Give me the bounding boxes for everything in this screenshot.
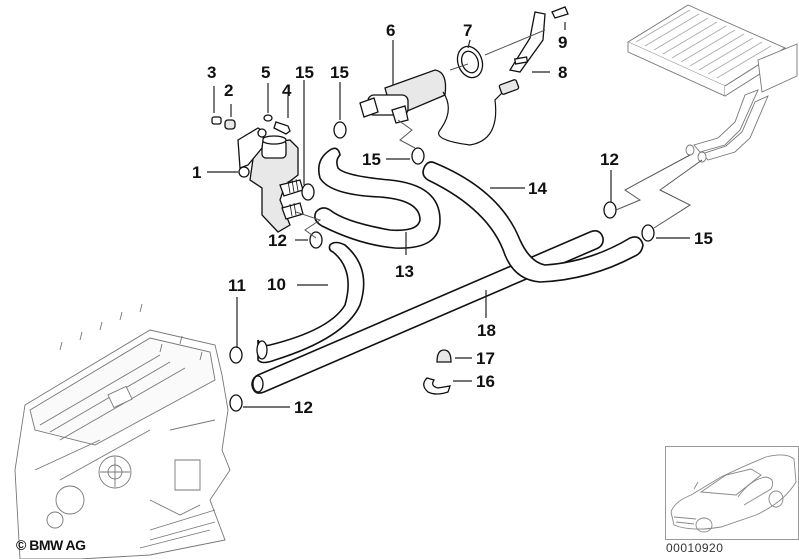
hose-14 (422, 161, 644, 283)
callout-15-c[interactable]: 15 (362, 150, 381, 169)
callout-6[interactable]: 6 (386, 21, 395, 40)
callout-4[interactable]: 4 (282, 81, 292, 100)
hose-clamp (229, 121, 655, 412)
bracket-8 (508, 11, 546, 73)
rubber-ring-7 (456, 45, 484, 79)
callout-2[interactable]: 2 (224, 81, 233, 100)
callout-17[interactable]: 17 (476, 349, 495, 368)
engine-block-illustration (14, 303, 231, 559)
callout-1[interactable]: 1 (192, 163, 201, 182)
callout-12-b[interactable]: 12 (294, 398, 313, 417)
callout-16[interactable]: 16 (476, 372, 495, 391)
callout-18[interactable]: 18 (477, 321, 496, 340)
washer-5 (263, 114, 273, 122)
callout-14[interactable]: 14 (528, 179, 547, 198)
callout-12-a[interactable]: 12 (268, 231, 287, 250)
callout-10[interactable]: 10 (267, 275, 286, 294)
cap-17 (436, 349, 452, 363)
callout-13[interactable]: 13 (395, 262, 414, 281)
heater-core-illustration (627, 4, 798, 163)
callout-11[interactable]: 11 (228, 276, 246, 295)
callout-15-b[interactable]: 15 (330, 63, 349, 82)
callout-3[interactable]: 3 (207, 63, 216, 82)
car-outline-icon (670, 454, 797, 533)
leader-lines (207, 22, 703, 408)
callout-labels: 3 2 5 4 15 15 6 7 9 8 1 15 14 12 12 13 1… (192, 21, 713, 417)
hose-18 (251, 230, 604, 394)
callout-5[interactable]: 5 (261, 63, 270, 82)
vehicle-reference-thumbnail (665, 446, 799, 540)
screw-9 (551, 6, 569, 19)
auxiliary-water-pump (359, 69, 506, 146)
callout-12-c[interactable]: 12 (600, 150, 619, 169)
grommet-2 (224, 119, 236, 130)
callout-9[interactable]: 9 (558, 33, 567, 52)
bushing-3 (211, 116, 222, 125)
connector-plug (498, 79, 520, 95)
hose-10 (256, 241, 365, 364)
callout-8[interactable]: 8 (558, 63, 567, 82)
callout-15-a[interactable]: 15 (295, 63, 314, 82)
diagram-number: 00010920 (666, 541, 724, 555)
bolt-4 (273, 121, 291, 135)
copyright-notice: © BMW AG (16, 537, 86, 553)
water-valve (237, 127, 304, 233)
hose-13 (314, 147, 441, 249)
callout-15-d[interactable]: 15 (694, 229, 713, 248)
callout-7[interactable]: 7 (463, 21, 472, 40)
clip-16 (423, 377, 451, 395)
